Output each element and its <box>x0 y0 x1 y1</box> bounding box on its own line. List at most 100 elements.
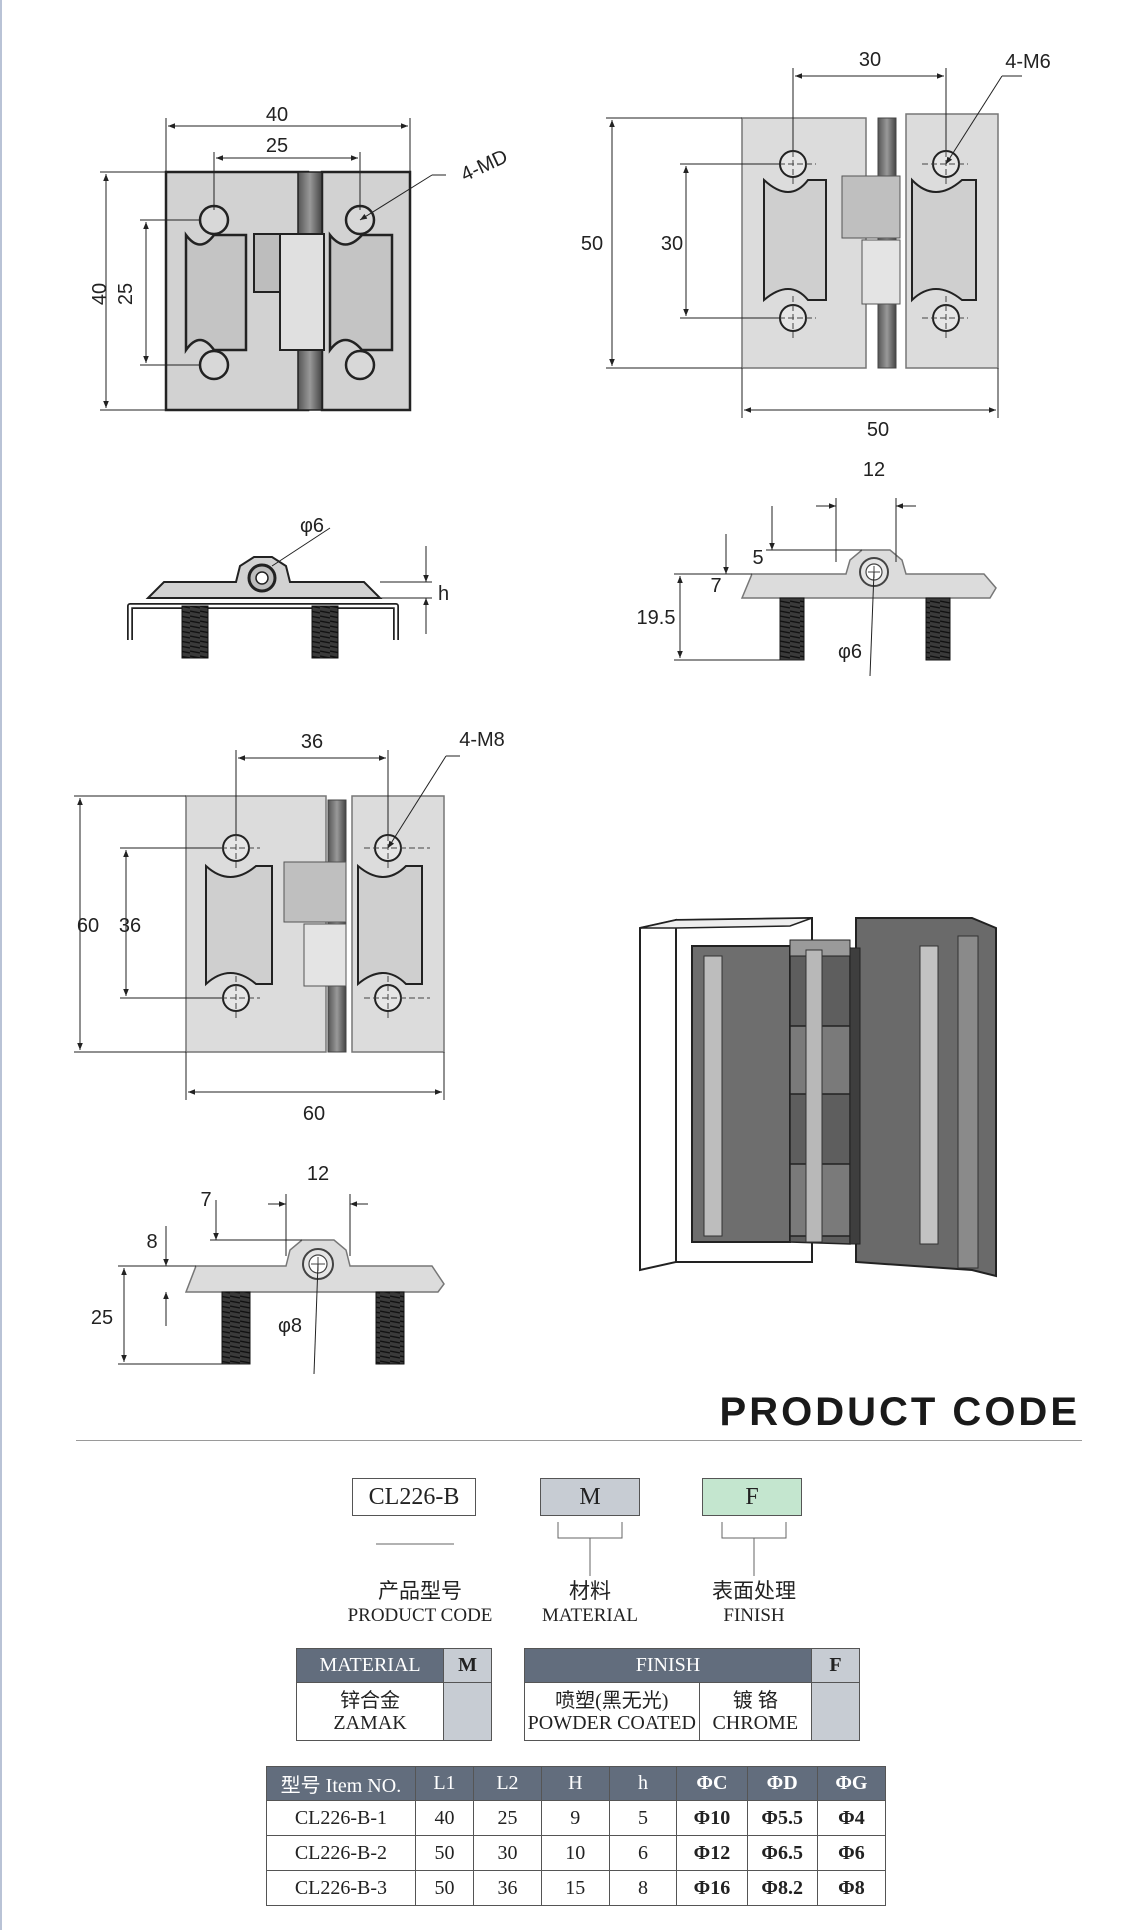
view1-side-dim-h: h <box>438 583 449 605</box>
spec-cell: Φ6 <box>816 1835 887 1871</box>
view2-side-pin-dia: φ6 <box>838 641 862 663</box>
spec-col-c: ΦC <box>676 1766 748 1801</box>
view3-side-dim-7: 7 <box>200 1189 211 1211</box>
table-row: CL226-B-3 50 36 15 8 Φ16 Φ8.2 Φ8 <box>266 1870 887 1906</box>
spec-cell: 36 <box>473 1870 542 1906</box>
spec-cell: 15 <box>540 1870 610 1906</box>
view2-side-dim-7: 7 <box>710 575 721 597</box>
view2-dim-height: 50 <box>581 233 603 255</box>
finish-table: FINISH F 喷塑(黑无光) POWDER COATED 镀 铬 CHROM… <box>524 1648 861 1741</box>
material-table-code: M <box>443 1648 492 1683</box>
view2-hole-callout: 4-M6 <box>1005 51 1051 73</box>
material-code-cell <box>443 1682 492 1741</box>
view2-dim-width: 50 <box>867 419 889 441</box>
view1-hole-callout: 4-MD <box>458 146 512 187</box>
spec-cell: 5 <box>608 1800 678 1836</box>
view3-hole-callout: 4-M8 <box>459 729 505 751</box>
spec-col-g: ΦG <box>816 1766 887 1801</box>
spec-cell: CL226-B-3 <box>266 1870 416 1906</box>
view2-side-dim-knuckle: 12 <box>863 459 885 481</box>
code-brackets <box>376 1522 787 1576</box>
spec-col-d: ΦD <box>746 1766 818 1801</box>
view3-side-dim-total: 25 <box>91 1307 113 1329</box>
view2-dim-height-holes: 30 <box>661 233 683 255</box>
section-divider <box>76 1440 1082 1441</box>
spec-cell: 40 <box>414 1800 475 1836</box>
view1-dim-height: 40 <box>89 283 111 305</box>
spec-cell: Φ12 <box>676 1835 748 1871</box>
spec-cell: 30 <box>473 1835 542 1871</box>
spec-cell: Φ8 <box>816 1870 887 1906</box>
finish-table-header: FINISH <box>524 1648 812 1683</box>
view1-dim-hole-spacing: 25 <box>266 135 288 157</box>
view2-side-dim-5: 5 <box>752 547 763 569</box>
caption-finish-en: FINISH <box>723 1605 785 1626</box>
caption-finish: 表面处理 FINISH <box>694 1578 814 1628</box>
spec-cell: CL226-B-2 <box>266 1835 416 1871</box>
spec-cell: Φ5.5 <box>746 1800 818 1836</box>
view1-top-drawing: 40 25 4-MD 40 25 <box>89 104 512 412</box>
view2-side-drawing: 12 5 7 19.5 φ6 <box>637 459 997 677</box>
finish-option-chrome: 镀 铬 CHROME <box>698 1682 812 1741</box>
finish-option-powder: 喷塑(黑无光) POWDER COATED <box>524 1682 700 1741</box>
spec-col-H: H <box>540 1766 610 1801</box>
technical-drawings: 40 25 4-MD 40 25 φ6 h <box>74 49 1051 1375</box>
view1-side-pin-dia: φ6 <box>300 515 324 537</box>
code-box-finish: F <box>702 1478 802 1516</box>
spec-table: 型号 Item NO. L1 L2 H h ΦC ΦD ΦG CL226-B-1… <box>266 1766 887 1906</box>
finish-table-code: F <box>810 1648 861 1683</box>
hinge-3d-render <box>639 916 997 1278</box>
page-edge-line <box>0 0 2 1930</box>
spec-cell: 25 <box>473 1800 542 1836</box>
view3-dim-height-holes: 36 <box>119 915 141 937</box>
caption-material-en: MATERIAL <box>541 1605 639 1626</box>
view1-dim-height-holes: 25 <box>115 283 137 305</box>
finish-option-powder-cn: 喷塑(黑无光) <box>555 1689 669 1712</box>
view3-dim-width: 60 <box>303 1103 325 1125</box>
spec-col-h: h <box>608 1766 678 1801</box>
finish-option-chrome-en: CHROME <box>712 1711 799 1734</box>
view3-dim-height: 60 <box>77 915 99 937</box>
material-option-cn: 锌合金 <box>340 1689 401 1712</box>
spec-cell: 6 <box>608 1835 678 1871</box>
spec-col-item: 型号 Item NO. <box>266 1766 416 1801</box>
code-box-product: CL226-B <box>352 1478 476 1516</box>
view1-side-drawing: φ6 h <box>127 515 449 659</box>
material-option-en: ZAMAK <box>333 1711 407 1734</box>
spec-cell: 10 <box>540 1835 610 1871</box>
caption-product-code: 产品型号 PRODUCT CODE <box>330 1578 510 1628</box>
view3-side-dim-knuckle: 12 <box>307 1163 329 1185</box>
caption-finish-cn: 表面处理 <box>712 1579 796 1603</box>
code-box-material: M <box>540 1478 640 1516</box>
finish-option-chrome-cn: 镀 铬 <box>732 1689 778 1712</box>
spec-cell: Φ10 <box>676 1800 748 1836</box>
view2-side-dim-total: 19.5 <box>637 607 676 629</box>
caption-product-code-en: PRODUCT CODE <box>347 1605 493 1626</box>
finish-option-powder-en: POWDER COATED <box>527 1711 696 1734</box>
view2-top-drawing: 30 4-M6 50 30 50 <box>581 49 1051 441</box>
view3-side-pin-dia: φ8 <box>278 1315 302 1337</box>
table-row: CL226-B-2 50 30 10 6 Φ12 Φ6.5 Φ6 <box>266 1835 887 1871</box>
spec-cell: 8 <box>608 1870 678 1906</box>
spec-cell: CL226-B-1 <box>266 1800 416 1836</box>
view2-dim-hole-spacing: 30 <box>859 49 881 71</box>
material-option-zamak: 锌合金 ZAMAK <box>295 1682 445 1741</box>
view3-side-dim-8: 8 <box>146 1231 157 1253</box>
spec-cell: Φ16 <box>676 1870 748 1906</box>
view1-dim-width: 40 <box>266 104 288 126</box>
spec-cell: Φ4 <box>816 1800 887 1836</box>
view3-side-drawing: 12 7 8 25 φ8 <box>91 1163 445 1375</box>
view3-dim-hole-spacing: 36 <box>301 731 323 753</box>
table-row: CL226-B-1 40 25 9 5 Φ10 Φ5.5 Φ4 <box>266 1800 887 1836</box>
caption-material-cn: 材料 <box>569 1579 611 1603</box>
material-table: MATERIAL M 锌合金 ZAMAK <box>295 1648 492 1741</box>
spec-col-l2: L2 <box>473 1766 542 1801</box>
product-code-title: PRODUCT CODE <box>719 1390 1080 1434</box>
caption-product-code-cn: 产品型号 <box>378 1579 462 1603</box>
spec-cell: Φ6.5 <box>746 1835 818 1871</box>
spec-col-l1: L1 <box>414 1766 475 1801</box>
material-table-header: MATERIAL <box>295 1648 445 1683</box>
finish-code-cell <box>810 1682 861 1741</box>
view3-top-drawing: 36 4-M8 60 36 60 <box>74 729 505 1125</box>
spec-cell: Φ8.2 <box>746 1870 818 1906</box>
